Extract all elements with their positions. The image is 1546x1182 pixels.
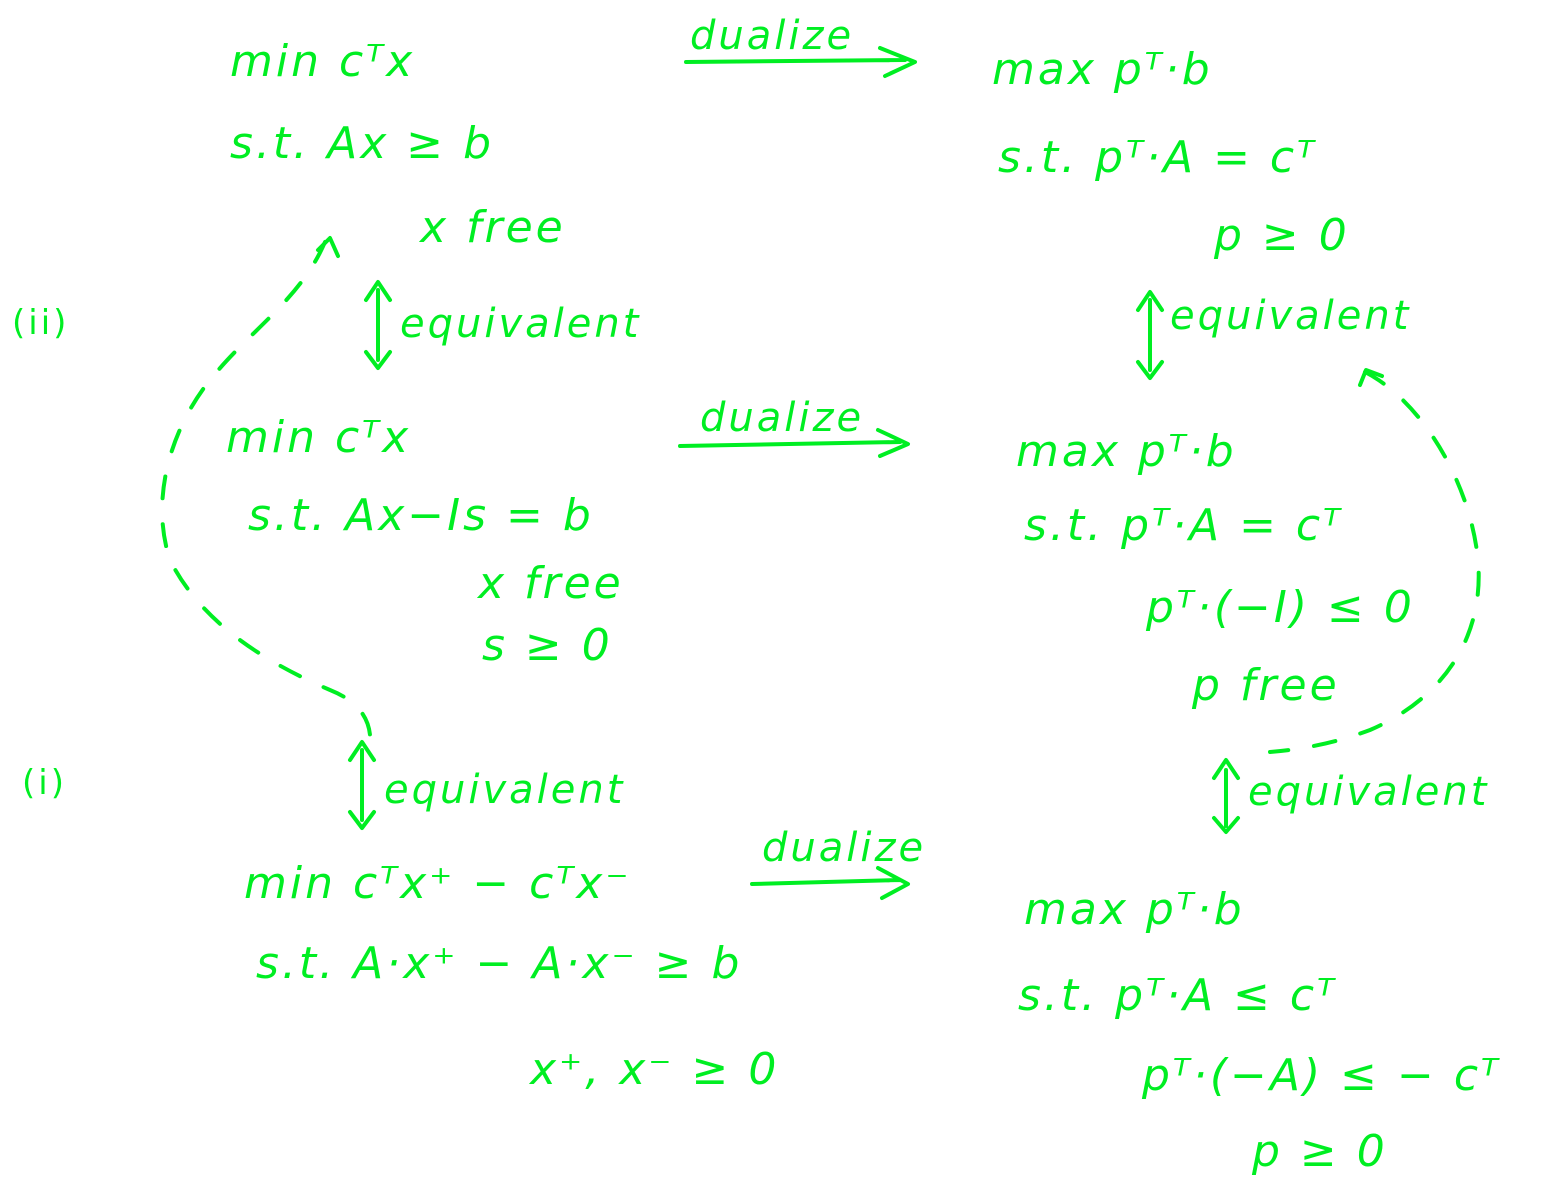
row1-primal-objective: min cᵀx bbox=[230, 36, 416, 87]
equivalent-text-left-2: equivalent bbox=[384, 767, 626, 813]
row2-primal-objective: min cᵀx bbox=[226, 412, 412, 463]
equivalent-arrow-right-2 bbox=[1212, 758, 1240, 834]
row1-dual-constraint: s.t. pᵀ·A = cᵀ bbox=[998, 132, 1318, 183]
dualize-text-3: dualize bbox=[762, 825, 927, 871]
equivalent-text-left-1: equivalent bbox=[400, 301, 642, 347]
row2-dual-free: p free bbox=[1192, 660, 1340, 711]
dashed-connector-left-head bbox=[316, 236, 340, 258]
row2-primal-free: x free bbox=[478, 558, 624, 609]
dualize-text-1: dualize bbox=[690, 13, 855, 59]
row1-primal-constraint: s.t. Ax ≥ b bbox=[230, 118, 495, 169]
dashed-connector-left bbox=[160, 240, 372, 737]
row3-primal-objective: min cᵀx⁺ − cᵀx⁻ bbox=[244, 858, 632, 909]
case-i-label: (i) bbox=[22, 763, 67, 803]
row2-dual-objective: max pᵀ·b bbox=[1016, 426, 1237, 477]
row1-primal-free: x free bbox=[420, 202, 566, 253]
dashed-connector-right-head bbox=[1358, 368, 1384, 387]
equivalent-text-right-1: equivalent bbox=[1170, 293, 1412, 339]
dualize-arrow-1 bbox=[684, 46, 917, 78]
equivalent-arrow-right-1 bbox=[1136, 290, 1164, 380]
row3-dual-sign: p ≥ 0 bbox=[1252, 1126, 1388, 1177]
case-ii-label: (ii) bbox=[12, 303, 70, 343]
row3-dual-constraint: s.t. pᵀ·A ≤ cᵀ bbox=[1018, 970, 1338, 1021]
dualize-arrow-3 bbox=[750, 866, 910, 900]
dualize-text-2: dualize bbox=[700, 395, 865, 441]
equivalent-arrow-left-1 bbox=[364, 280, 392, 370]
row1-dual-sign: p ≥ 0 bbox=[1214, 210, 1350, 261]
row2-dual-slack-constraint: pᵀ·(−I) ≤ 0 bbox=[1146, 582, 1415, 633]
row2-primal-constraint: s.t. Ax−Is = b bbox=[248, 490, 594, 541]
row1-dual-objective: max pᵀ·b bbox=[992, 44, 1213, 95]
row3-dual-constraint-neg: pᵀ·(−A) ≤ − cᵀ bbox=[1142, 1050, 1501, 1101]
row2-primal-slack: s ≥ 0 bbox=[482, 620, 613, 671]
row3-primal-sign: x⁺, x⁻ ≥ 0 bbox=[530, 1044, 780, 1095]
row3-primal-constraint: s.t. A·x⁺ − A·x⁻ ≥ b bbox=[256, 938, 743, 989]
equivalent-arrow-left-2 bbox=[348, 740, 376, 830]
dualize-arrow-2 bbox=[678, 428, 910, 458]
row3-dual-objective: max pᵀ·b bbox=[1024, 884, 1245, 935]
dashed-connector-right bbox=[1268, 370, 1481, 754]
row2-dual-constraint: s.t. pᵀ·A = cᵀ bbox=[1024, 500, 1344, 551]
equivalent-text-right-2: equivalent bbox=[1248, 769, 1490, 815]
